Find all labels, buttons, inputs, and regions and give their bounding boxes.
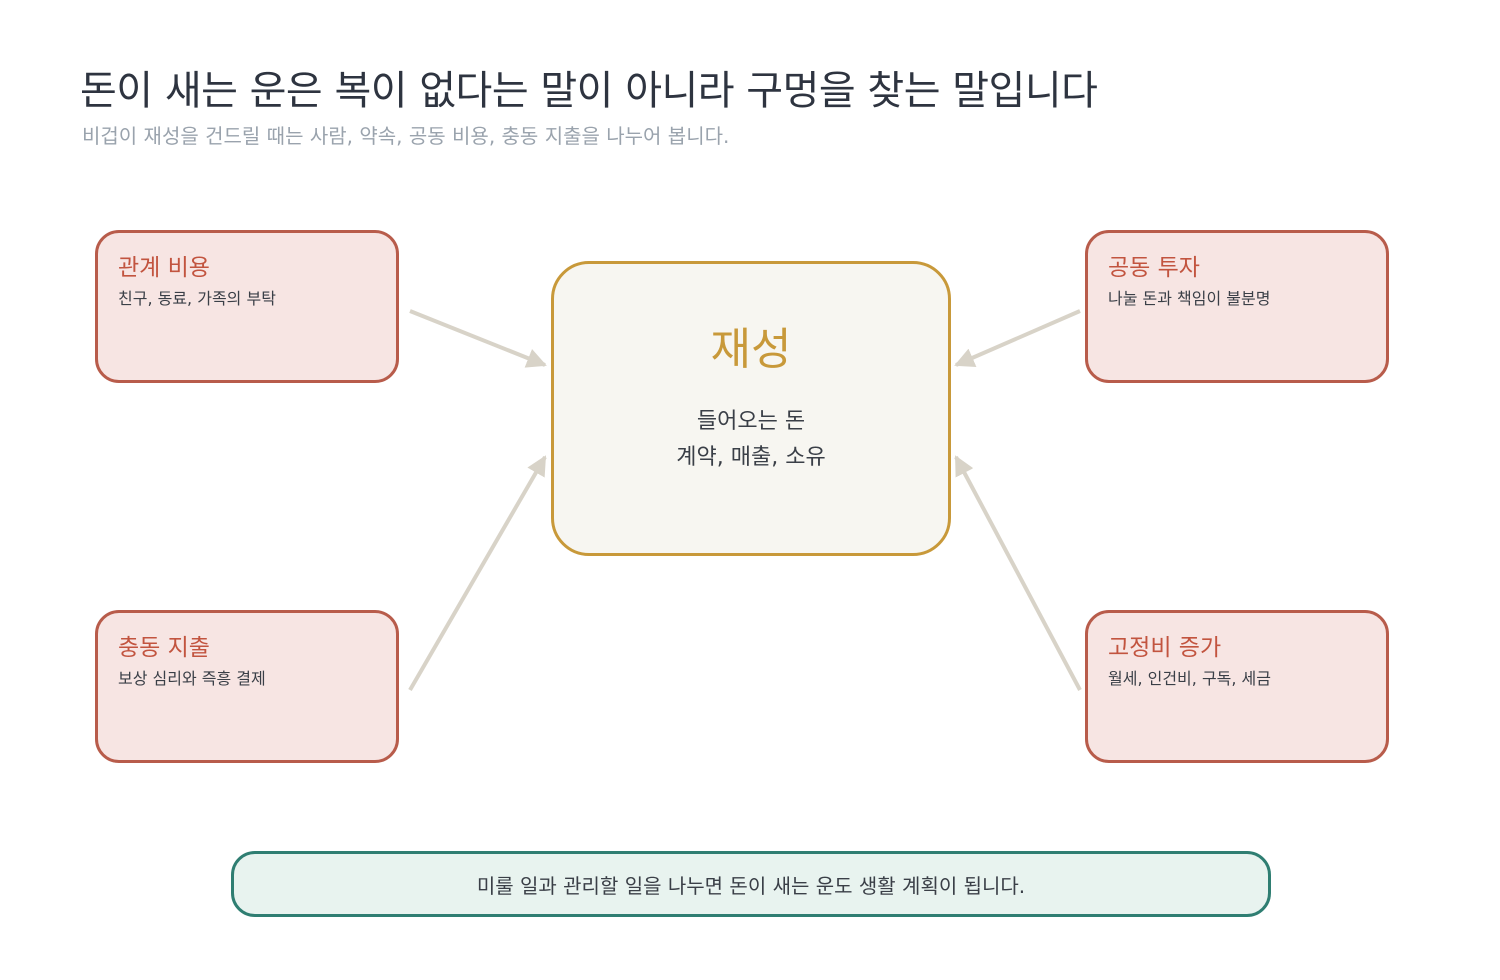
arrow-joint-investment xyxy=(954,309,1081,367)
footer-note-text: 미룰 일과 관리할 일을 나누면 돈이 새는 운도 생활 계획이 됩니다. xyxy=(476,873,1026,898)
center-node-line-2: 계약, 매출, 소유 xyxy=(676,445,826,470)
page-subtitle: 비겁이 재성을 건드릴 때는 사람, 약속, 공동 비용, 충동 지출을 나누어… xyxy=(82,124,730,148)
page-title: 돈이 새는 운은 복이 없다는 말이 아니라 구멍을 찾는 말입니다 xyxy=(80,68,1098,114)
node-description: 친구, 동료, 가족의 부탁 xyxy=(118,289,276,308)
center-node-title: 재성 xyxy=(710,324,792,375)
node-title: 관계 비용 xyxy=(118,255,210,281)
node-title: 고정비 증가 xyxy=(1108,635,1222,661)
node-joint-investment: 공동 투자 나눌 돈과 책임이 불분명 xyxy=(1085,230,1389,383)
footer-note: 미룰 일과 관리할 일을 나누면 돈이 새는 운도 생활 계획이 됩니다. xyxy=(231,851,1271,917)
node-title: 공동 투자 xyxy=(1108,255,1200,281)
center-node-wealth: 재성 들어오는 돈 계약, 매출, 소유 xyxy=(551,261,951,556)
node-description: 나눌 돈과 책임이 불분명 xyxy=(1108,289,1271,308)
center-node-line-1: 들어오는 돈 xyxy=(696,409,806,434)
node-description: 월세, 인건비, 구독, 세금 xyxy=(1108,669,1271,688)
node-title: 충동 지출 xyxy=(118,635,210,661)
node-relationship-cost: 관계 비용 친구, 동료, 가족의 부탁 xyxy=(95,230,399,383)
arrow-impulse-spending xyxy=(408,455,547,692)
node-impulse-spending: 충동 지출 보상 심리와 즉흥 결제 xyxy=(95,610,399,763)
arrow-fixed-cost xyxy=(954,455,1082,691)
arrow-relationship-cost xyxy=(409,309,547,368)
node-description: 보상 심리와 즉흥 결제 xyxy=(118,669,266,688)
node-fixed-cost: 고정비 증가 월세, 인건비, 구독, 세금 xyxy=(1085,610,1389,763)
